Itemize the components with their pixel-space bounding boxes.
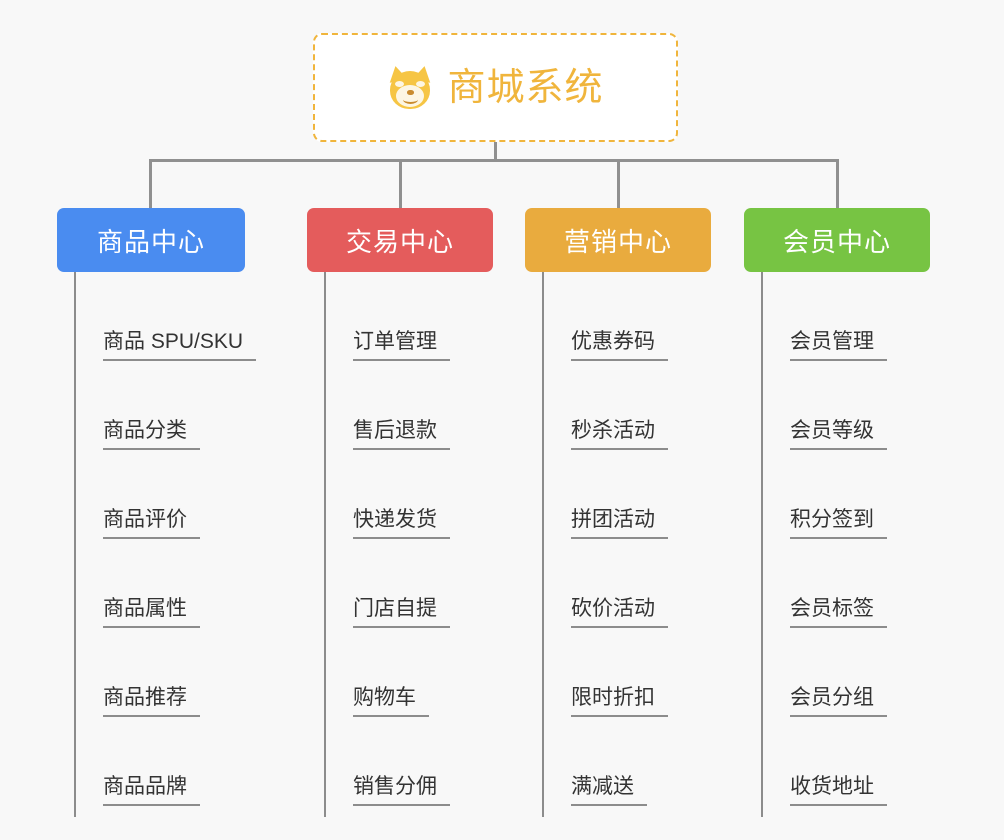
leaf-item[interactable]: 商品评价 [74,450,245,539]
leaf-label: 秒杀活动 [571,419,668,450]
leaf-label: 收货地址 [790,775,887,806]
leaf-item[interactable]: 会员管理 [761,272,930,361]
leaf-rail-2 [324,272,326,817]
leaf-item[interactable]: 商品推荐 [74,628,245,717]
leaf-label: 会员分组 [790,686,887,717]
leaf-label: 商品品牌 [103,775,200,806]
leaf-item[interactable]: 拼团活动 [542,450,711,539]
leaf-item[interactable]: 门店自提 [324,539,493,628]
leaf-item[interactable]: 砍价活动 [542,539,711,628]
leaf-item[interactable]: 优惠券码 [542,272,711,361]
leaf-item[interactable]: 会员标签 [761,539,930,628]
leaf-item[interactable]: 会员分组 [761,628,930,717]
leaf-label: 购物车 [353,686,429,717]
leaf-item[interactable]: 售后退款 [324,361,493,450]
connector-stem [494,142,497,162]
leaf-item[interactable]: 商品属性 [74,539,245,628]
leaf-item[interactable]: 满减送 [542,717,711,806]
leaf-label: 商品属性 [103,597,200,628]
branch-column-1: 商品中心 商品 SPU/SKU 商品分类 商品评价 商品属性 商品推荐 商品品牌 [57,208,257,817]
category-header-4[interactable]: 会员中心 [744,208,930,272]
branch-column-4: 会员中心 会员管理 会员等级 积分签到 会员标签 会员分组 收货地址 [744,208,930,817]
leaf-rail-1 [74,272,76,817]
leaf-label: 订单管理 [353,330,450,361]
leaf-list-1: 商品 SPU/SKU 商品分类 商品评价 商品属性 商品推荐 商品品牌 [57,272,257,817]
connector-drop-2 [399,159,402,209]
leaf-item[interactable]: 会员等级 [761,361,930,450]
branch-column-2: 交易中心 订单管理 售后退款 快递发货 门店自提 购物车 销售分佣 [307,208,493,817]
leaf-item[interactable]: 积分签到 [761,450,930,539]
leaf-item[interactable]: 限时折扣 [542,628,711,717]
leaf-label: 销售分佣 [353,775,450,806]
category-title-4: 会员中心 [782,226,891,257]
leaf-label: 拼团活动 [571,508,668,539]
connector-drop-3 [617,159,620,209]
leaf-item[interactable]: 订单管理 [324,272,493,361]
leaf-label: 商品评价 [103,508,200,539]
leaf-label: 会员标签 [790,597,887,628]
connector-drop-4 [836,159,839,209]
leaf-label: 商品分类 [103,419,200,450]
leaf-item[interactable]: 购物车 [324,628,493,717]
connector-drop-1 [149,159,152,209]
leaf-item[interactable]: 商品 SPU/SKU [74,272,257,361]
category-header-1[interactable]: 商品中心 [57,208,245,272]
leaf-label: 会员等级 [790,419,887,450]
category-header-2[interactable]: 交易中心 [307,208,493,272]
leaf-label: 商品 SPU/SKU [103,330,257,361]
category-title-3: 营销中心 [563,226,672,257]
leaf-list-2: 订单管理 售后退款 快递发货 门店自提 购物车 销售分佣 [307,272,493,817]
leaf-item[interactable]: 收货地址 [761,717,930,806]
category-header-3[interactable]: 营销中心 [525,208,711,272]
root-node[interactable]: 商城系统 [313,33,678,142]
leaf-label: 优惠券码 [571,330,668,361]
leaf-item[interactable]: 销售分佣 [324,717,493,806]
leaf-rail-4 [761,272,763,817]
leaf-label: 限时折扣 [571,686,668,717]
leaf-label: 商品推荐 [103,686,200,717]
leaf-label: 门店自提 [353,597,450,628]
leaf-label: 售后退款 [353,419,450,450]
leaf-label: 满减送 [571,775,647,806]
connector-bar [149,159,839,162]
leaf-label: 会员管理 [790,330,887,361]
category-title-1: 商品中心 [96,226,205,257]
category-title-2: 交易中心 [345,226,454,257]
leaf-rail-3 [542,272,544,817]
leaf-list-3: 优惠券码 秒杀活动 拼团活动 砍价活动 限时折扣 满减送 [525,272,711,817]
root-title: 商城系统 [447,66,604,109]
leaf-label: 积分签到 [790,508,887,539]
branch-column-3: 营销中心 优惠券码 秒杀活动 拼团活动 砍价活动 限时折扣 满减送 [525,208,711,817]
leaf-item[interactable]: 商品品牌 [74,717,245,806]
shiba-dog-icon [387,63,434,112]
leaf-item[interactable]: 快递发货 [324,450,493,539]
leaf-item[interactable]: 秒杀活动 [542,361,711,450]
leaf-list-4: 会员管理 会员等级 积分签到 会员标签 会员分组 收货地址 [744,272,930,817]
leaf-label: 快递发货 [353,508,450,539]
leaf-label: 砍价活动 [571,597,668,628]
leaf-item[interactable]: 商品分类 [74,361,245,450]
